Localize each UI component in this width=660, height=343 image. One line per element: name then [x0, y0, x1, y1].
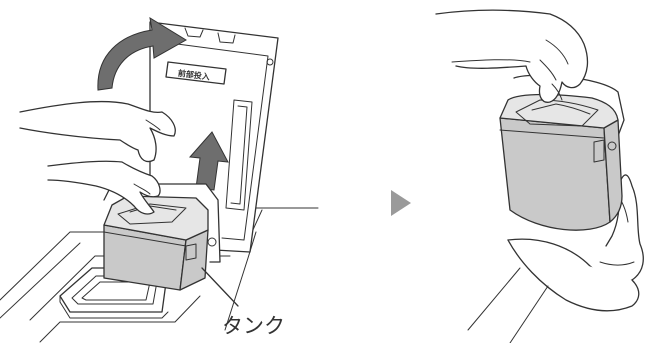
tank-leader-line [202, 268, 238, 306]
step-arrow-icon [391, 190, 411, 216]
right-panel-illustration [436, 10, 643, 343]
tank-left [104, 196, 216, 290]
hand-left-lower [48, 161, 160, 214]
tank-label: タンク [222, 314, 285, 338]
left-panel-illustration: 前部投入 [0, 18, 318, 342]
